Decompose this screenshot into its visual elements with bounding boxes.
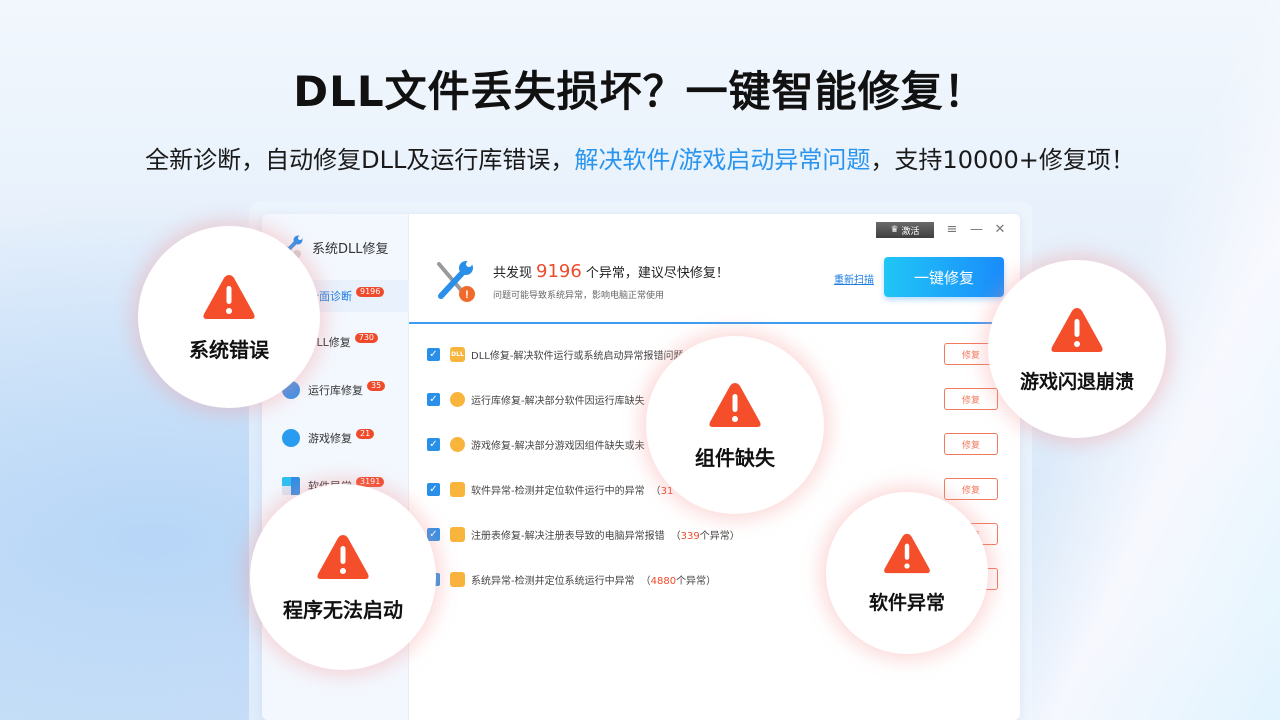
fix-button[interactable]: 修复: [944, 478, 998, 500]
checkbox[interactable]: ✓: [427, 392, 440, 406]
row-count-number: 4880: [650, 575, 677, 587]
row-count-suffix: 个异常: [699, 530, 730, 542]
svg-text:!: !: [465, 289, 469, 301]
fix-button[interactable]: 修复: [944, 388, 998, 410]
crown-icon: ♛: [890, 225, 899, 235]
sidebar-item-label: 游戏修复: [308, 432, 352, 445]
count-badge: 35: [367, 381, 386, 391]
runtime-icon: [450, 391, 465, 407]
repair-tools-icon: !: [437, 261, 475, 302]
windows-icon: [450, 481, 465, 497]
sidebar-item-runtime[interactable]: 运行库修复 35: [262, 374, 409, 406]
repair-row: ✓ 软件异常-检测并定位软件运行中的异常 （31 修复: [427, 477, 998, 501]
fix-button[interactable]: 修复: [944, 433, 998, 455]
subline-part1: 全新诊断，自动修复DLL及运行库错误，: [145, 146, 575, 174]
rescan-link[interactable]: 重新扫描: [834, 275, 874, 286]
row-count: （31: [650, 485, 674, 497]
warning-icon: [1051, 307, 1103, 352]
bubble-system-error: 系统错误: [138, 226, 320, 408]
bubble-label: 组件缺失: [695, 445, 775, 470]
sidebar-item-label: DLL修复: [308, 336, 351, 349]
checkbox[interactable]: ✓: [427, 347, 440, 361]
summary-prefix: 共发现: [493, 266, 533, 281]
row-text: 系统异常-检测并定位系统运行中异常: [471, 575, 635, 587]
subline-highlight: 解决软件/游戏启动异常问题: [574, 146, 871, 174]
row-text: 软件异常-检测并定位软件运行中的异常: [471, 485, 645, 497]
system-icon: [450, 571, 465, 587]
activate-button[interactable]: ♛ 激活: [876, 222, 934, 238]
summary-suffix: 个异常，建议尽快修复！: [585, 266, 729, 281]
close-icon[interactable]: ✕: [994, 222, 1006, 237]
row-count: （4880个异常）: [640, 575, 717, 587]
row-text: 游戏修复-解决部分游戏因组件缺失或未: [471, 440, 645, 452]
warning-icon: [317, 534, 369, 579]
bubble-missing-component: 组件缺失: [646, 336, 824, 514]
activate-label: 激活: [901, 226, 920, 237]
brand-title: 系统DLL修复: [312, 241, 389, 257]
warning-icon: [709, 382, 761, 427]
row-count-number: 31: [660, 485, 674, 497]
row-text: DLL修复-解决软件运行或系统启动异常报错问题: [471, 350, 684, 362]
bubble-game-crash: 游戏闪退崩溃: [988, 260, 1166, 438]
count-badge: 730: [354, 333, 379, 343]
checkbox[interactable]: ✓: [427, 437, 440, 451]
sidebar-item-game[interactable]: 游戏修复 21: [262, 422, 409, 454]
bubble-label: 程序无法启动: [283, 597, 403, 622]
divider: [409, 322, 1020, 324]
repair-row: ✓ 运行库修复-解决部分软件因运行库缺失 修复: [427, 387, 998, 411]
count-badge: 9196: [356, 287, 385, 297]
row-count-suffix: 个异常: [676, 575, 707, 587]
row-text: 注册表修复-解决注册表导致的电脑异常报错: [471, 530, 665, 542]
issue-count: 9196: [536, 261, 582, 282]
window-controls: ♛ 激活 ≡ — ✕: [876, 222, 1006, 238]
row-count: （339个异常）: [670, 530, 740, 542]
minimize-icon[interactable]: —: [970, 222, 983, 237]
count-badge: 21: [356, 429, 375, 439]
headline: DLL文件丢失损坏？一键智能修复！: [293, 67, 987, 116]
windows-icon: [282, 477, 300, 495]
row-text: 运行库修复-解决部分软件因运行库缺失: [471, 395, 645, 407]
sidebar-item-label: 运行库修复: [308, 384, 363, 397]
count-badge: 3191: [356, 477, 385, 487]
subline-part2: ，支持10000+修复项！: [870, 146, 1135, 174]
gamepad-icon: [450, 436, 465, 452]
row-count-number: 339: [680, 530, 700, 542]
dll-icon: DLL: [450, 346, 465, 362]
registry-icon: [450, 526, 465, 542]
menu-icon[interactable]: ≡: [946, 222, 958, 237]
sidebar-item-label: 全面诊断: [308, 290, 352, 303]
fix-all-button[interactable]: 一键修复: [884, 257, 1004, 297]
checkbox[interactable]: ✓: [427, 482, 440, 496]
gamepad-icon: [282, 429, 300, 447]
checkbox[interactable]: ✓: [427, 527, 440, 541]
warning-icon: [203, 274, 255, 319]
repair-row: ✓ 游戏修复-解决部分游戏因组件缺失或未 修复: [427, 432, 998, 456]
warning-icon: [884, 533, 930, 574]
subline: 全新诊断，自动修复DLL及运行库错误，解决软件/游戏启动异常问题，支持10000…: [0, 140, 1280, 175]
summary-subtitle: 问题可能导致系统异常，影响电脑正常使用: [493, 291, 665, 301]
bubble-app-wont-start: 程序无法启动: [250, 484, 436, 670]
bubble-label: 软件异常: [868, 592, 945, 614]
bubble-label: 系统错误: [189, 337, 269, 362]
bubble-software-error: 软件异常: [826, 492, 988, 654]
bubble-label: 游戏闪退崩溃: [1019, 370, 1134, 393]
repair-row: ✓ DLL DLL修复-解决软件运行或系统启动异常报错问题 修复: [427, 342, 998, 366]
